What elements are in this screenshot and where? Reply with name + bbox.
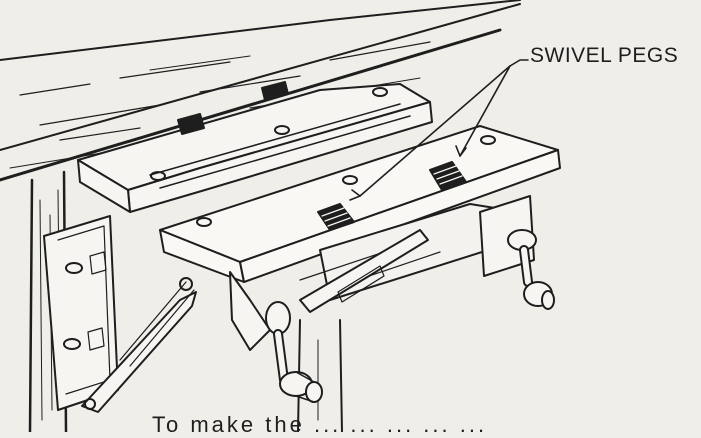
- left-bracket: [43, 215, 197, 413]
- back-jaw-plate: [77, 81, 433, 213]
- callout-arrows: [349, 59, 529, 201]
- swivel-peg-left: [317, 203, 355, 231]
- crank-handle-front: [265, 301, 323, 403]
- swivel-peg-right: [429, 161, 467, 191]
- crank-handle-rear: [507, 229, 555, 310]
- table-top: [0, 0, 521, 182]
- caption-text: To make the ... ... ... ... ...: [152, 412, 488, 437]
- swivel-pegs-label: SWIVEL PEGS: [530, 44, 679, 67]
